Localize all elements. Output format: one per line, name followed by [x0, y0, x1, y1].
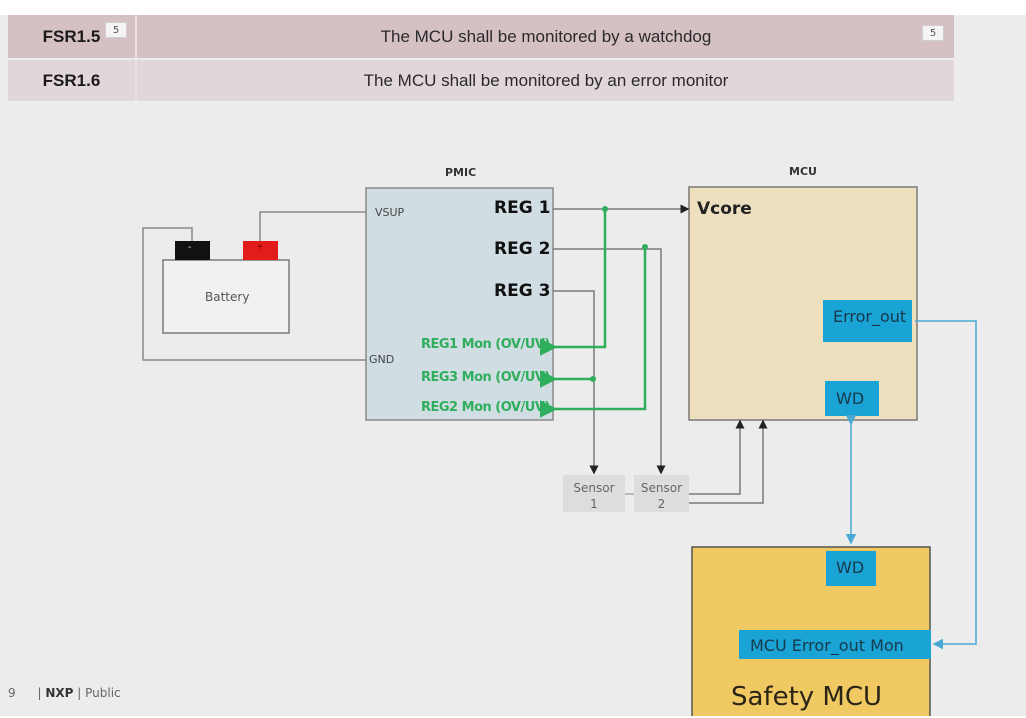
wire-sensor2-mcu-b — [689, 419, 768, 504]
wire-vsup — [259, 211, 367, 241]
comment-badge[interactable]: 5 — [105, 22, 127, 38]
requirement-id: FSR1.6 — [8, 60, 137, 101]
mcu-vcore-label: Vcore — [697, 199, 752, 219]
mcu-wd-label: WD — [836, 389, 865, 408]
page-number: 9 — [8, 686, 16, 700]
bottom-margin — [0, 716, 1026, 718]
requirement-id-text: FSR1.6 — [42, 70, 101, 90]
error-mon-block — [739, 630, 931, 659]
mcu-title: MCU — [789, 165, 817, 178]
sensor2-name: Sensor — [640, 481, 683, 495]
sensor2-label: Sensor 2 — [634, 480, 689, 512]
requirement-text: The MCU shall be monitored by an error m… — [363, 70, 729, 90]
safety-wd-block — [826, 551, 876, 586]
requirement-text: The MCU shall be monitored by a watchdog — [380, 26, 712, 46]
pmic-gnd-pin: GND — [369, 353, 395, 366]
sensor1-label: Sensor 1 — [563, 480, 625, 512]
top-margin — [0, 0, 1026, 15]
pmic-block — [365, 187, 554, 421]
safety-mcu-title: Safety MCU — [731, 682, 883, 712]
junction-dot — [590, 376, 596, 382]
requirement-row: FSR1.5 5 The MCU shall be monitored by a… — [8, 15, 954, 58]
pmic-reg3: REG 3 — [494, 281, 551, 301]
sensor1-name: Sensor — [573, 481, 615, 495]
monitor-line-reg2 — [540, 247, 647, 418]
safety-wd-label: WD — [836, 558, 865, 577]
wire-reg3-sensor1 — [553, 290, 599, 475]
wire-sensor2-mcu-a — [689, 419, 745, 495]
battery-positive-sign: + — [257, 242, 263, 253]
error-out-signal-line — [915, 320, 977, 650]
sensor2-number: 2 — [657, 497, 666, 511]
battery-positive-terminal — [243, 241, 278, 260]
pmic-reg2-monitor: REG2 Mon (OV/UV) — [421, 400, 550, 415]
pmic-reg1: REG 1 — [494, 198, 551, 218]
pmic-reg2: REG 2 — [494, 239, 551, 259]
battery-negative-terminal — [175, 241, 210, 260]
requirement-row: FSR1.6 The MCU shall be monitored by an … — [8, 60, 954, 101]
comment-badge[interactable]: 5 — [922, 25, 944, 41]
mcu-error-out-label: Error_out — [833, 307, 907, 326]
battery-negative-sign: - — [188, 242, 192, 253]
monitor-line-reg1 — [540, 209, 607, 356]
pmic-vsup-pin: VSUP — [375, 206, 405, 219]
battery-body — [162, 259, 290, 334]
wire-gnd — [142, 227, 367, 361]
sensor1-block — [563, 475, 625, 512]
mcu-wd-block — [825, 381, 879, 416]
pmic-reg3-monitor: REG3 Mon (OV/UV) — [421, 370, 550, 385]
sensor2-block — [634, 475, 689, 512]
wire-reg2-sensor2 — [553, 248, 666, 475]
battery-label: Battery — [205, 290, 250, 304]
pmic-reg1-monitor: REG1 Mon (OV/UV) — [421, 337, 550, 352]
junction-dot — [602, 206, 608, 212]
requirements-table: FSR1.5 5 The MCU shall be monitored by a… — [8, 15, 954, 101]
requirement-id-text: FSR1.5 — [42, 26, 101, 46]
safety-error-mon-label: MCU Error_out Mon — [750, 636, 904, 655]
classification-label: Public — [85, 686, 121, 700]
slide-footer: 9 | NXP | Public — [8, 686, 121, 700]
requirement-id: FSR1.5 — [8, 15, 137, 58]
brand-label: NXP — [45, 686, 74, 700]
sensor1-number: 1 — [590, 497, 598, 511]
error-out-block — [823, 300, 912, 342]
pmic-title: PMIC — [445, 166, 477, 179]
junction-dot — [642, 244, 648, 250]
